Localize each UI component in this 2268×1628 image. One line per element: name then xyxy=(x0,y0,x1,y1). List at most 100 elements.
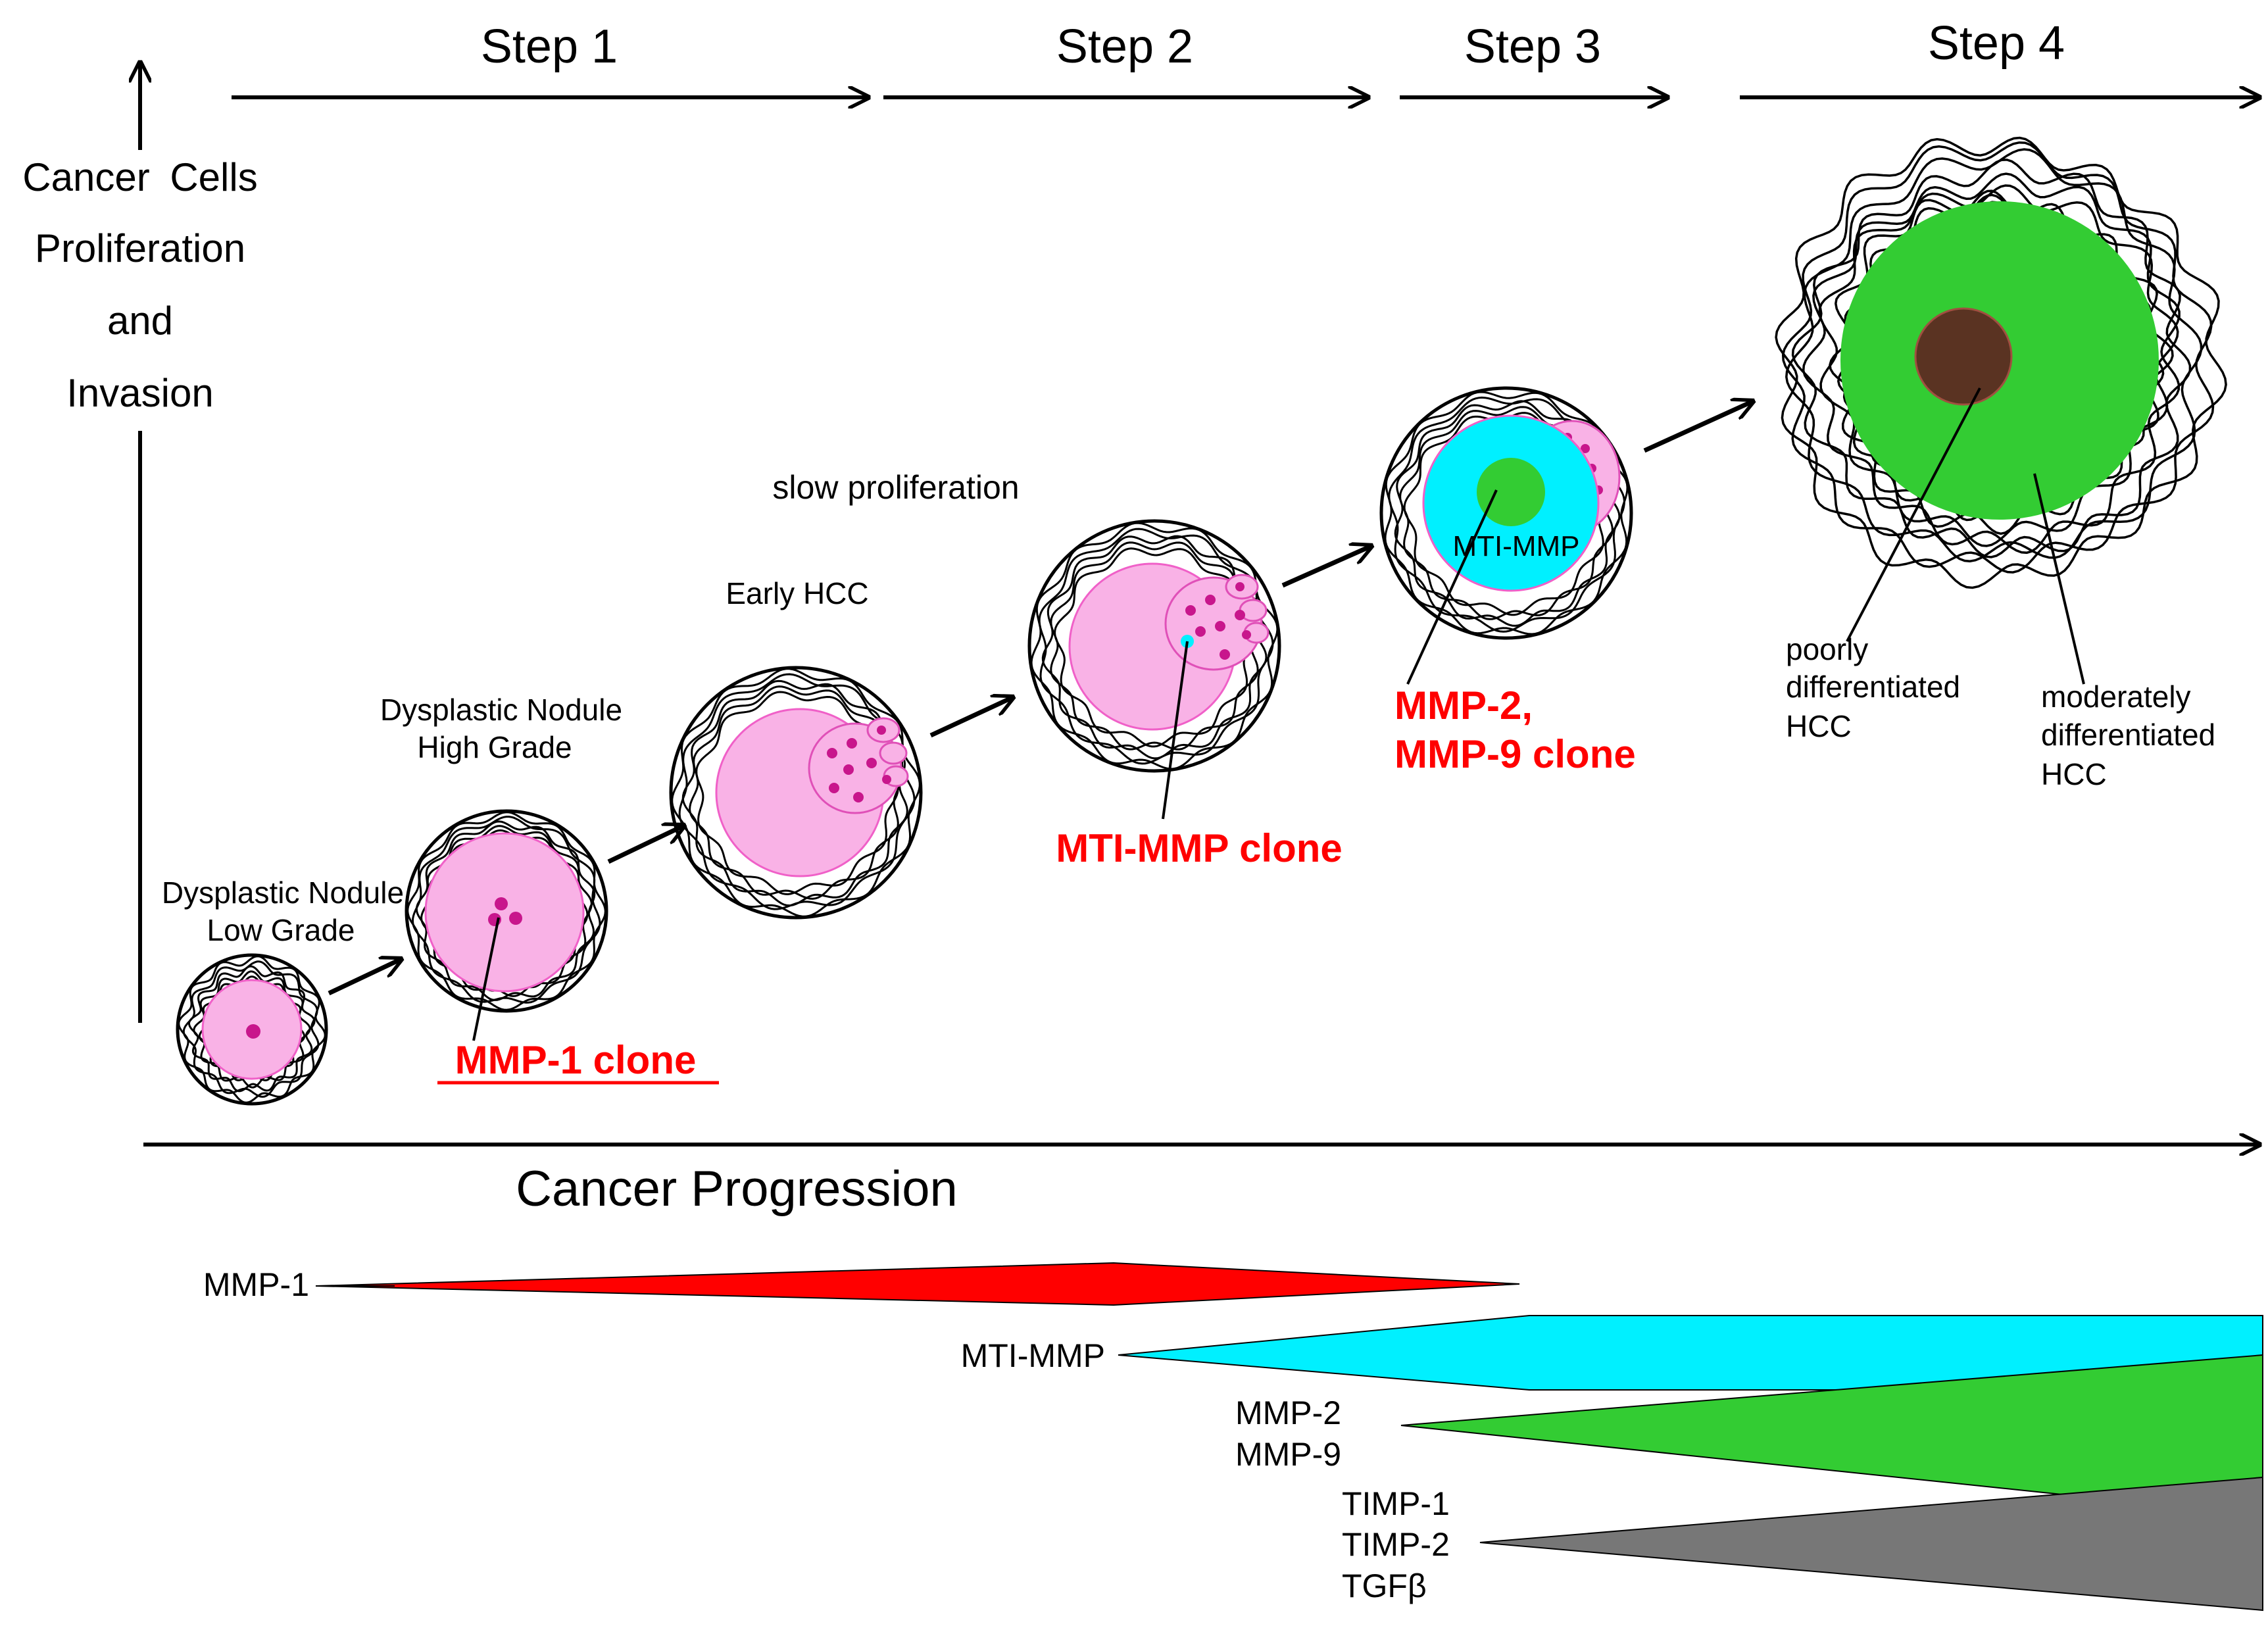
arrow-1 xyxy=(328,959,401,996)
mmp29-clone-label-2: MMP-9 clone xyxy=(1394,732,1636,776)
nodule-early-hcc xyxy=(669,666,923,920)
capsule-wavy-ring xyxy=(1791,159,2192,558)
moderately-label-1: moderately xyxy=(2041,679,2191,714)
clone-dot xyxy=(1205,595,1216,605)
mt1mmp-wedge-label: MTI-MMP xyxy=(961,1337,1105,1374)
timp1-wedge-label: TIMP-1 xyxy=(1342,1485,1450,1522)
dn-high-label-2: High Grade xyxy=(417,730,572,764)
capsule-wavy-ring xyxy=(1388,396,1625,633)
mmp2-wedge-label: MMP-2 xyxy=(1235,1394,1341,1431)
pink-core xyxy=(424,832,585,993)
capsule-wavy-ring xyxy=(1384,391,1629,635)
capsule-wavy-ring xyxy=(1785,148,2203,562)
x-axis-label: Cancer Progression xyxy=(516,1161,958,1217)
mmp1-leader xyxy=(472,917,500,1041)
clone-dot xyxy=(509,912,522,925)
moderately-label-2: differentiated xyxy=(2041,718,2215,752)
clone-dot xyxy=(847,738,857,749)
arrow-4 xyxy=(1281,546,1371,588)
clone-dot xyxy=(843,764,854,775)
nodule-dysplastic-high xyxy=(405,809,608,1013)
mmp1-wedge-label: MMP-1 xyxy=(203,1266,309,1303)
progression-arrows xyxy=(328,401,1753,996)
y-axis-label-2: Proliferation xyxy=(35,226,245,270)
mmp29-clone-label-1: MMP-2, xyxy=(1394,683,1533,728)
clone-dot xyxy=(1215,621,1225,631)
timp2-wedge-label: TIMP-2 xyxy=(1342,1526,1450,1563)
nodule-dysplastic-low xyxy=(176,953,328,1106)
tgfb-wedge-label: TGFβ xyxy=(1342,1567,1427,1604)
dn-low-label-2: Low Grade xyxy=(207,913,355,947)
clone-dot xyxy=(827,748,837,758)
nodule-mmp2-mmp9: MTI-MMP xyxy=(1379,386,1633,640)
y-axis-label-1: Cancer Cells xyxy=(22,155,257,199)
moderately-label-3: HCC xyxy=(2041,757,2107,791)
clone-dot xyxy=(1220,649,1230,660)
capsule-wavy-ring xyxy=(415,820,596,1001)
capsule-wavy-ring xyxy=(681,679,908,907)
capsule-wavy-ring xyxy=(407,811,606,1011)
step-headers: Step 1 Step 2 Step 3 Step 4 xyxy=(232,17,2259,97)
clone-dot xyxy=(1235,582,1245,591)
arrow-3 xyxy=(929,697,1013,738)
mt1mmp-inner-label: MTI-MMP xyxy=(1452,530,1579,562)
mt1mmp-leader xyxy=(1162,641,1189,820)
clone-dot xyxy=(829,783,839,793)
capsule-wavy-ring xyxy=(1818,184,2179,547)
mmp9-wedge-label: MMP-9 xyxy=(1235,1436,1341,1473)
capsule-wavy-ring xyxy=(1781,141,2215,574)
mmp29-leader xyxy=(1406,489,1498,685)
green-center xyxy=(1477,458,1545,526)
clone-dot xyxy=(1581,444,1590,453)
dn-high-label-1: Dysplastic Nodule xyxy=(380,693,622,727)
arrow-2 xyxy=(607,826,684,864)
capsule-wavy-ring xyxy=(1394,400,1621,627)
x-axis: Cancer Progression xyxy=(143,1145,2259,1217)
clone-dot xyxy=(495,897,508,910)
early-hcc-label: Early HCC xyxy=(726,576,868,610)
capsule-wavy-ring xyxy=(182,960,320,1098)
clone-dot xyxy=(1242,630,1251,639)
capsule-wavy-ring xyxy=(678,673,916,910)
dn-low-label-1: Dysplastic Nodule xyxy=(162,876,404,910)
capsule-wavy-ring xyxy=(178,955,326,1104)
capsule-wavy-ring xyxy=(187,965,316,1093)
step-4-label: Step 4 xyxy=(1928,17,2065,70)
clone-dot xyxy=(877,726,886,735)
step-1-label: Step 1 xyxy=(481,20,618,73)
mmp1-clone-label: MMP-1 clone xyxy=(455,1038,697,1082)
mt1mmp-wedge xyxy=(1118,1315,2263,1391)
slow-proliferation-label: slow proliferation xyxy=(772,469,1019,506)
clone-dot xyxy=(1185,605,1196,616)
mt1mmp-clone-label: MTI-MMP clone xyxy=(1056,826,1343,870)
moderately-leader xyxy=(2033,473,2085,685)
y-axis: Cancer Cells Proliferation and Invasion xyxy=(22,62,258,1023)
brown-center xyxy=(1914,307,2013,406)
capsule-wavy-ring xyxy=(193,970,311,1089)
y-axis-label-3: and xyxy=(107,299,173,343)
capsule-wavy-ring xyxy=(411,816,601,1004)
clone-dot xyxy=(246,1024,260,1039)
nodule-hcc-advanced xyxy=(1775,136,2227,589)
clone-dot xyxy=(1235,610,1245,620)
clone-dot xyxy=(853,792,864,802)
expression-wedges: MMP-1 MTI-MMP MMP-2 MMP-9 TIMP-1 TIMP-2 … xyxy=(203,1262,2263,1612)
clone-dot xyxy=(866,758,877,768)
capsule-wavy-ring xyxy=(1054,547,1256,748)
step-2-label: Step 2 xyxy=(1056,20,1193,73)
timp-tgfb-wedge xyxy=(1479,1476,2263,1612)
poorly-label-2: differentiated xyxy=(1786,670,1960,704)
capsule-wavy-ring xyxy=(1041,535,1268,760)
capsule-wavy-ring xyxy=(671,668,921,918)
capsule-wavy-ring xyxy=(1030,522,1279,770)
capsule-wavy-ring xyxy=(1775,136,2227,589)
capsule-wavy-ring xyxy=(1802,172,2181,555)
mmp1-wedge xyxy=(315,1262,1520,1306)
arrow-5 xyxy=(1643,401,1753,453)
nodule-mt1mmp xyxy=(1027,519,1281,773)
poorly-leader xyxy=(1846,387,1981,642)
step-3-label: Step 3 xyxy=(1464,20,1601,73)
clone-dot xyxy=(882,775,891,784)
poorly-label-3: HCC xyxy=(1786,709,1852,743)
capsule-wavy-ring xyxy=(1050,541,1259,751)
